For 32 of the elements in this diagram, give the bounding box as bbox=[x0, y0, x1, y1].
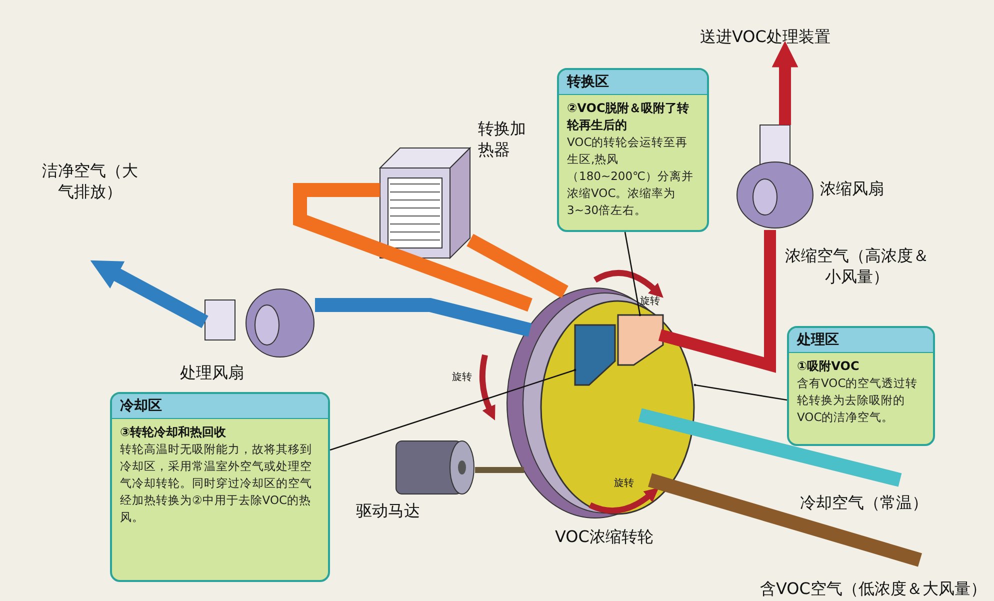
rotation-label: 旋转 bbox=[452, 372, 472, 384]
rotation-label: 旋转 bbox=[614, 478, 634, 490]
duct-arrow bbox=[772, 40, 798, 125]
edge-label: 浓缩空气（高浓度＆小风量） bbox=[784, 245, 930, 287]
card-heading: 处理区 bbox=[789, 328, 933, 353]
card-subheading: ①吸附VOC bbox=[796, 358, 860, 375]
edge-label: 洁净空气（大气排放） bbox=[41, 160, 139, 202]
component-label: 转换加热器 bbox=[478, 118, 527, 160]
rotation-label: 旋转 bbox=[640, 296, 660, 308]
card-heading: 冷却区 bbox=[112, 394, 328, 419]
motor-drawing bbox=[395, 440, 475, 495]
info-card bbox=[557, 68, 709, 232]
info-card bbox=[787, 326, 935, 446]
component-label: 驱动马达 bbox=[356, 500, 420, 521]
card-subheading: ③转轮冷却和热回收 bbox=[119, 424, 228, 441]
component-label: VOC浓缩转轮 bbox=[555, 526, 654, 547]
fan-drawing bbox=[735, 125, 815, 230]
card-text: 含有VOC的空气透过转轮转换为去除吸附的VOC的洁净空气。 bbox=[796, 375, 919, 426]
leader-line bbox=[694, 384, 788, 401]
component-label: 处理风扇 bbox=[180, 362, 244, 383]
card-subheading: ②VOC脱附＆吸附了转轮再生后的 bbox=[566, 100, 690, 134]
edge-label: 冷却空气（常温） bbox=[800, 492, 928, 513]
edge-label: 送进VOC处理装置 bbox=[700, 26, 830, 47]
card-heading: 转换区 bbox=[559, 70, 707, 95]
edge-label: 含VOC空气（低浓度＆大风量） bbox=[760, 578, 986, 599]
info-card bbox=[110, 392, 330, 582]
component-label: 浓缩风扇 bbox=[820, 178, 884, 199]
leader-line bbox=[330, 368, 576, 451]
leader-line bbox=[624, 232, 642, 316]
card-text: VOC的转轮会运转至再生区,热风（180~200℃）分离并浓缩VOC。浓缩率为3~30倍左右。 bbox=[566, 134, 694, 219]
heater-drawing bbox=[380, 148, 470, 258]
card-text: 转轮高温时无吸附能力，故将其移到冷却区，采用常温室外空气或处理空气冷却转轮。同时穿过冷却区的空气经加热转换为②中用于去除VOC的热风。 bbox=[119, 441, 313, 526]
